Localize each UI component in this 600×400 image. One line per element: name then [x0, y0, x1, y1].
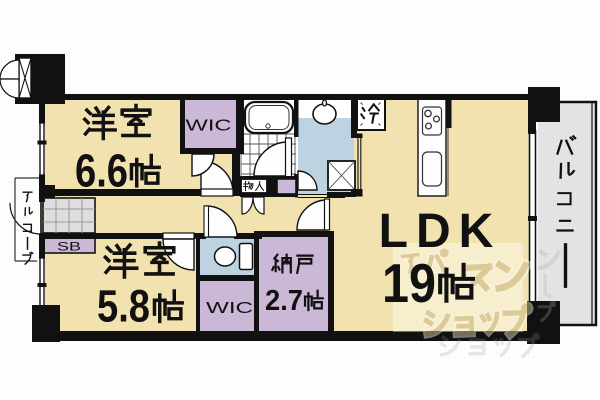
svg-text:6.6: 6.6	[75, 145, 128, 197]
svg-text:SB: SB	[57, 240, 81, 254]
svg-text:WIC: WIC	[206, 300, 253, 317]
svg-text:LDK: LDK	[379, 205, 502, 258]
svg-text:19: 19	[382, 252, 436, 314]
svg-text:2.7: 2.7	[265, 285, 303, 317]
svg-text:5.8: 5.8	[97, 281, 150, 332]
svg-text:WIC: WIC	[186, 118, 232, 135]
